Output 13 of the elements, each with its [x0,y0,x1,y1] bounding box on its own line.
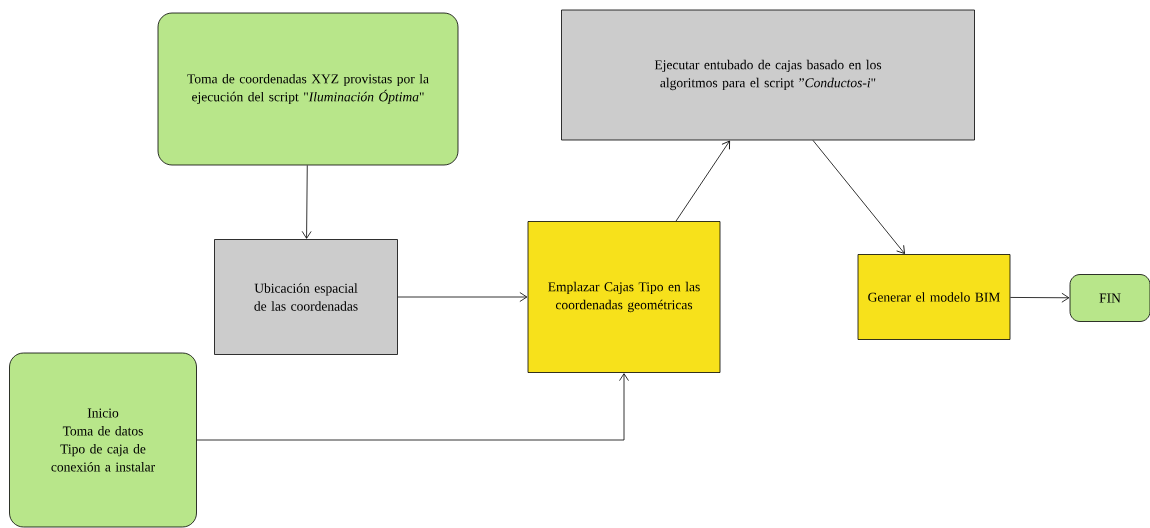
process-box: Emplazar Cajas Tipo en las coordenadas geométricas [527,221,721,373]
process-box: Generar el modelo BIM [857,254,1011,340]
arrow [397,292,528,302]
start-box: Toma de coordenadas XYZ provistas por la ejecución del script "Iluminación Óptima" [157,12,459,166]
process-box: Ubicación espacial de las coordenadas [214,239,398,355]
arrow [301,165,312,239]
end-box: FIN [1069,274,1150,322]
arrow [1010,292,1070,303]
arrow [812,140,905,254]
start-box: Inicio Toma de datos Tipo de caja de conexión a instalar [9,352,197,528]
arrow [196,373,629,441]
process-box: Ejecutar entubado de cajas basado en los algoritmos para el script ”Conductos-i" [561,9,975,141]
arrow [675,140,730,222]
